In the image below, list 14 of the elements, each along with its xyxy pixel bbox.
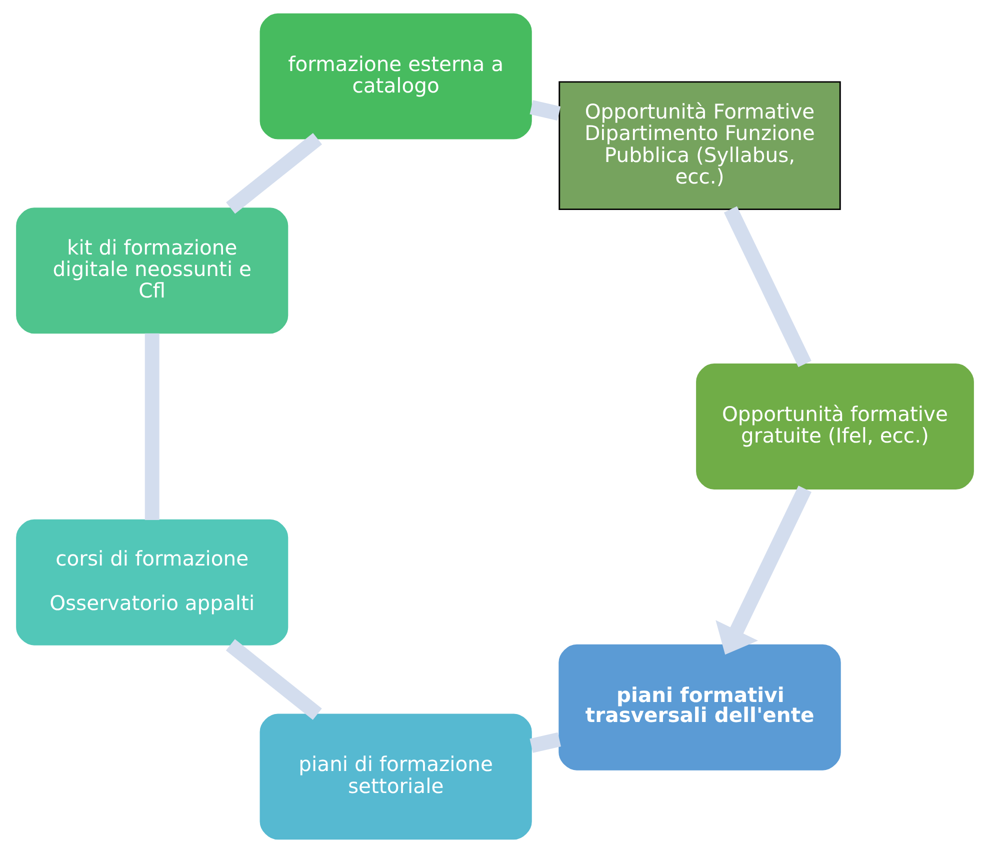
node-box: formazione esterna a catalogo	[260, 13, 532, 140]
node-box: piani formativi trasversali dell'ente	[558, 644, 841, 770]
connector	[144, 333, 160, 520]
node-box: corsi di formazione Osservatorio appalti	[16, 519, 288, 646]
connector	[226, 133, 322, 214]
arrow	[716, 486, 812, 655]
node-box: Opportunità Formative Dipartimento Funzione Pubblica (Syllabus, ecc.)	[558, 81, 841, 210]
connector	[530, 732, 561, 753]
node-box: kit di formazione digitale neossunti e Cfl	[16, 208, 288, 334]
connector	[724, 206, 812, 368]
node-box: Opportunità formative gratuite (Ifel, ecc.)	[696, 364, 974, 490]
connector	[226, 639, 322, 720]
connector	[530, 100, 561, 121]
node-box: piani di formazione settoriale	[260, 714, 532, 840]
